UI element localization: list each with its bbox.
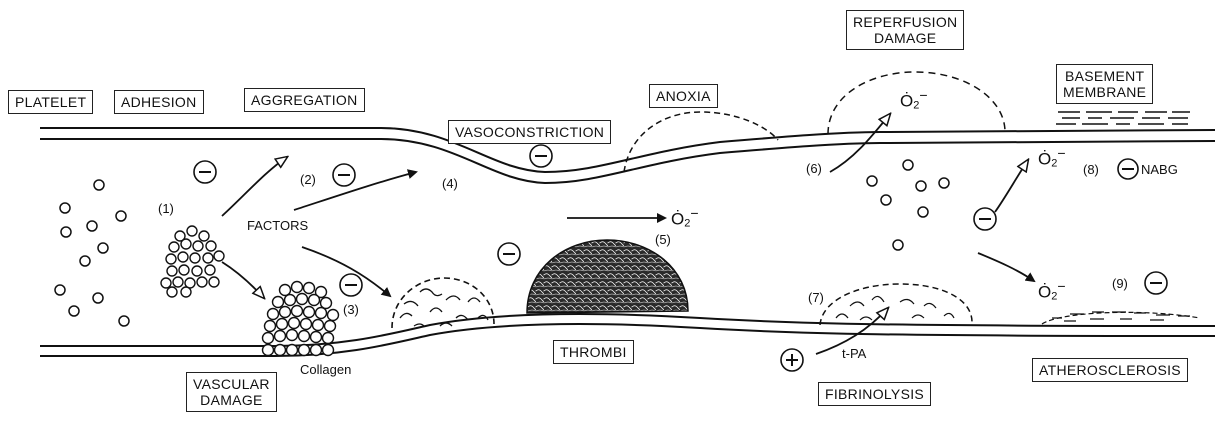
aggregation-box: AGGREGATION — [244, 88, 365, 112]
step-number-9: (9) — [1112, 276, 1128, 291]
vascular-line2: DAMAGE — [193, 392, 270, 408]
basement-membrane-hatch — [1056, 112, 1190, 124]
collagen-label: Collagen — [300, 362, 351, 377]
step-number-1: (1) — [158, 201, 174, 216]
free-platelets-left — [55, 180, 129, 326]
reperfusion-damage-box: REPERFUSION DAMAGE — [846, 10, 964, 50]
fibrinolysis-clot — [820, 284, 972, 325]
atherosclerosis-plaque — [1042, 312, 1200, 324]
reperfusion-line1: REPERFUSION — [853, 14, 957, 30]
platelet-box: PLATELET — [8, 90, 93, 114]
sign-circles — [194, 145, 1167, 371]
thrombi-box: THROMBI — [553, 340, 634, 364]
vascular-damage-box: VASCULAR DAMAGE — [186, 372, 277, 412]
tpa-label: t-PA — [842, 346, 866, 361]
step-number-8: (8) — [1083, 162, 1099, 177]
step-number-4: (4) — [442, 176, 458, 191]
adhesion-box: ADHESION — [114, 90, 204, 114]
superoxide-label: Ȯ2− — [1038, 279, 1066, 303]
superoxide-label: Ȯ2− — [900, 88, 928, 112]
factors-label: FACTORS — [247, 218, 308, 233]
fibrinolysis-box: FIBRINOLYSIS — [818, 382, 931, 406]
basement-line1: BASEMENT — [1063, 68, 1146, 84]
free-platelets-right — [867, 160, 949, 250]
vasoconstriction-box: VASOCONSTRICTION — [448, 120, 611, 144]
basement-membrane-box: BASEMENT MEMBRANE — [1056, 64, 1153, 104]
nabg-label: NABG — [1141, 162, 1178, 177]
superoxide-label: Ȯ2− — [671, 206, 699, 230]
step-number-5: (5) — [655, 232, 671, 247]
atherosclerosis-box: ATHEROSCLEROSIS — [1032, 358, 1188, 382]
anoxia-box: ANOXIA — [649, 84, 718, 108]
superoxide-label: Ȯ2− — [1038, 146, 1066, 170]
step-number-2: (2) — [300, 172, 316, 187]
step-number-7: (7) — [808, 290, 824, 305]
anoxia-arc — [624, 112, 778, 172]
step-number-3: (3) — [343, 302, 359, 317]
adherent-platelet-mound — [263, 282, 339, 356]
basement-line2: MEMBRANE — [1063, 84, 1146, 100]
forming-clot — [392, 278, 494, 328]
thrombus — [527, 240, 688, 313]
reperfusion-line2: DAMAGE — [853, 30, 957, 46]
step-number-6: (6) — [806, 161, 822, 176]
vascular-line1: VASCULAR — [193, 376, 270, 392]
platelet-aggregate — [161, 226, 224, 297]
